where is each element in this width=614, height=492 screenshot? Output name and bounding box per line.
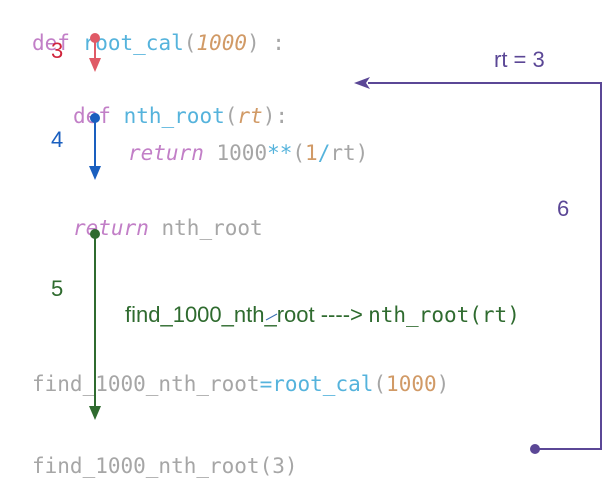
stray-tick-mark — [265, 313, 278, 321]
paren-open: ( — [224, 104, 238, 128]
paren-close: ) — [436, 372, 450, 396]
mapping-annotation: find_1000_nth_root ----> nth_root(rt) — [125, 276, 520, 328]
paren-close-colon: ) : — [246, 31, 285, 55]
root-cal-name: root_cal — [82, 31, 184, 55]
root-cal-call: root_cal — [272, 372, 374, 396]
param-rt: rt — [237, 104, 263, 128]
division-operator: / — [317, 141, 331, 165]
paren-open: ( — [292, 141, 306, 165]
mapping-right-text: nth_root(rt) — [368, 303, 520, 327]
denominator-rt: rt — [330, 141, 356, 165]
step-number-6: 6 — [557, 196, 570, 221]
return-keyword: return — [73, 216, 149, 240]
arg-1000: 1000 — [386, 372, 437, 396]
nth-root-name: nth_root — [123, 104, 225, 128]
paren-open: ( — [183, 31, 197, 55]
base-1000: 1000 — [216, 141, 268, 165]
arrow-step-5 — [89, 229, 101, 420]
code-line-assignment: find_1000_nth_root=root_cal(1000) — [32, 345, 449, 397]
param-1000: 1000 — [196, 31, 247, 55]
paren-open: ( — [373, 372, 387, 396]
paren-close: ) — [355, 141, 369, 165]
code-line-call-with-3: find_1000_nth_root(3) — [32, 427, 298, 479]
arrow-step-6 — [354, 77, 602, 454]
arrow-step-3 — [89, 33, 101, 72]
code-line-return-power: return 1000**(1/rt) — [128, 114, 368, 166]
step-number-5: 5 — [51, 276, 64, 301]
power-operator: ** — [267, 141, 293, 165]
variable-find-1000-nth-root: find_1000_nth_root — [32, 372, 260, 396]
code-line-return-nth-root: return nth_root — [73, 189, 263, 241]
def-keyword: def — [32, 31, 70, 55]
arrow-step-4 — [89, 113, 101, 180]
code-line-def-root-cal: def root_cal(1000) : — [32, 4, 285, 56]
assign-operator: = — [259, 372, 273, 396]
call-find-1000-nth-root-3: find_1000_nth_root(3) — [32, 454, 298, 478]
paren-close-colon: ): — [262, 104, 288, 128]
returned-nth-root: nth_root — [161, 216, 263, 240]
step-number-4: 4 — [51, 127, 64, 152]
step-number-3: 3 — [51, 38, 64, 63]
code-line-def-nth-root: def nth_root(rt): — [73, 77, 288, 129]
rt-value-label: rt = 3 — [494, 47, 545, 72]
numerator-1: 1 — [305, 141, 318, 165]
return-keyword: return — [128, 141, 204, 165]
mapping-left-text: find_1000_nth_root ----> — [125, 302, 363, 327]
